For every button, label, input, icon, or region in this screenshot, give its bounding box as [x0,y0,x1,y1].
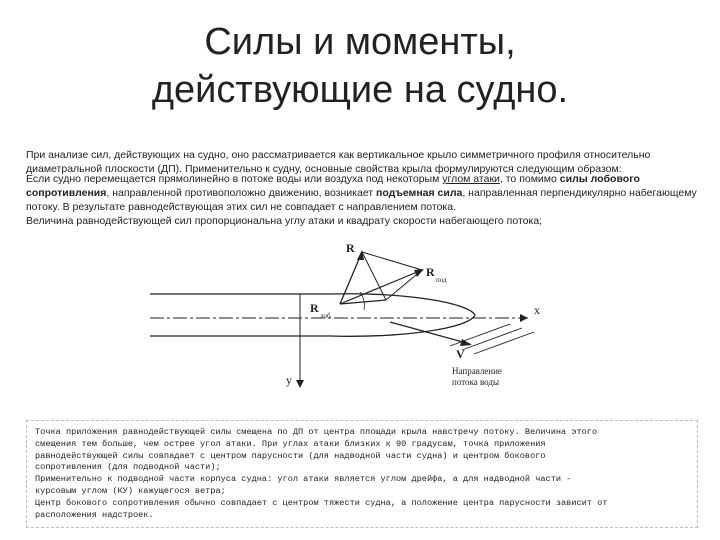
velocity-arrow [389,321,471,345]
intro-p2-mid2: , направленной противоположно движению, … [106,187,377,199]
y-axis-label: y [286,373,292,387]
slide-title: Силы и моменты, действующие на судно. [0,18,720,114]
y-axis-arrowhead [296,380,304,388]
intro-text: При анализе сил, действующих на судно, о… [26,148,706,228]
note-line: курсовым углом (КУ) кажущегося ветра; [35,485,226,496]
flow-arrow-2 [461,327,523,351]
resultant-force-arrow [339,251,363,305]
slide-title-line-2: действующие на судно. [151,69,569,111]
flow-label-line-2: потока воды [452,377,499,387]
flow-arrow-1 [449,323,511,347]
note-line: расположения надстроек. [35,509,154,520]
x-axis-label: x [534,303,540,317]
term-angle-of-attack: углом атаки [442,173,500,185]
term-lift-force: подъемная сила [376,187,463,199]
intro-paragraph-2: Если судно перемещается прямолинейно в п… [26,172,706,214]
intro-p2-mid1: , то помимо [499,173,560,185]
term-drag-force: силы лобового сопротивления [26,173,640,199]
parallelogram-side-2 [361,251,423,271]
intro-paragraph-3: Величина равнодействующей сил пропорцион… [26,215,543,227]
angle-arc [359,291,365,311]
flow-arrow-3 [473,331,535,355]
resultant-label: R [346,241,355,255]
note-line: равнодействующей силы совпадает с центро… [35,450,546,461]
x-axis-arrowhead [520,314,528,322]
lift-force-arrow [339,269,423,305]
parallelogram-side-1 [361,251,387,301]
velocity-arrowhead [460,339,472,346]
parallelogram-side-3 [385,269,423,301]
hull-outline [150,293,476,337]
drag-label-subscript: лоб [320,312,331,320]
note-line: Точка приложения равнодействующей силы с… [35,427,598,437]
note-line: Применительно к подводной части корпуса … [35,474,572,485]
note-line: сопротивления (для подводной части); [35,462,221,473]
intro-p2-prefix: Если судно перемещается прямолинейно в п… [26,173,443,185]
lift-label: R [426,265,435,279]
intro-paragraph-1: При анализе сил, действующих на судно, о… [26,149,651,175]
note-line: смещения тем больше, чем острее угол ата… [35,438,546,449]
velocity-label: V [456,347,465,361]
force-diagram: x y R R под R лоб V Направление потока в… [150,241,540,388]
drag-label: R [310,301,319,315]
drag-force-arrow [339,299,387,305]
explanation-note: Точка приложения равнодействующей силы с… [26,420,698,528]
intro-p2-suffix: , направленная перпендикулярно набегающе… [26,187,697,213]
lift-label-subscript: под [436,276,447,284]
slide-title-line-1: Силы и моменты, [204,21,516,63]
note-line: Центр бокового сопротивления обычно совп… [35,497,608,508]
flow-label-line-1: Направление [452,366,502,376]
